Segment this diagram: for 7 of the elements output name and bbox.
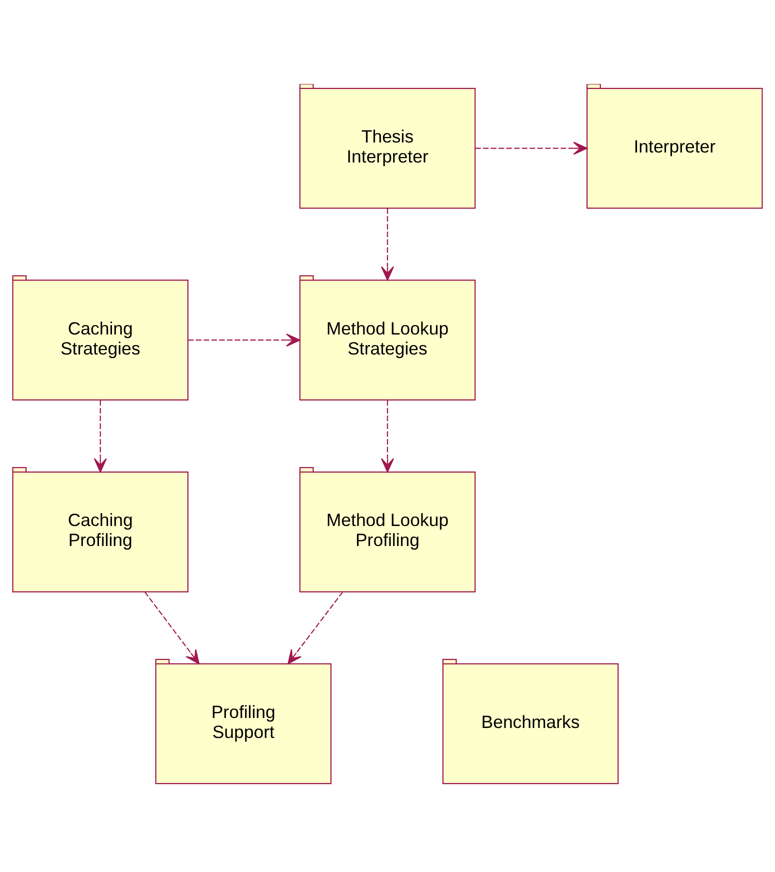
arrow bbox=[144, 592, 200, 664]
arrow bbox=[380, 400, 394, 472]
arrow bbox=[475, 142, 588, 155]
arrow bbox=[94, 400, 107, 472]
arrow bbox=[288, 592, 344, 664]
arrow bbox=[380, 208, 394, 281]
arrow bbox=[188, 334, 300, 347]
